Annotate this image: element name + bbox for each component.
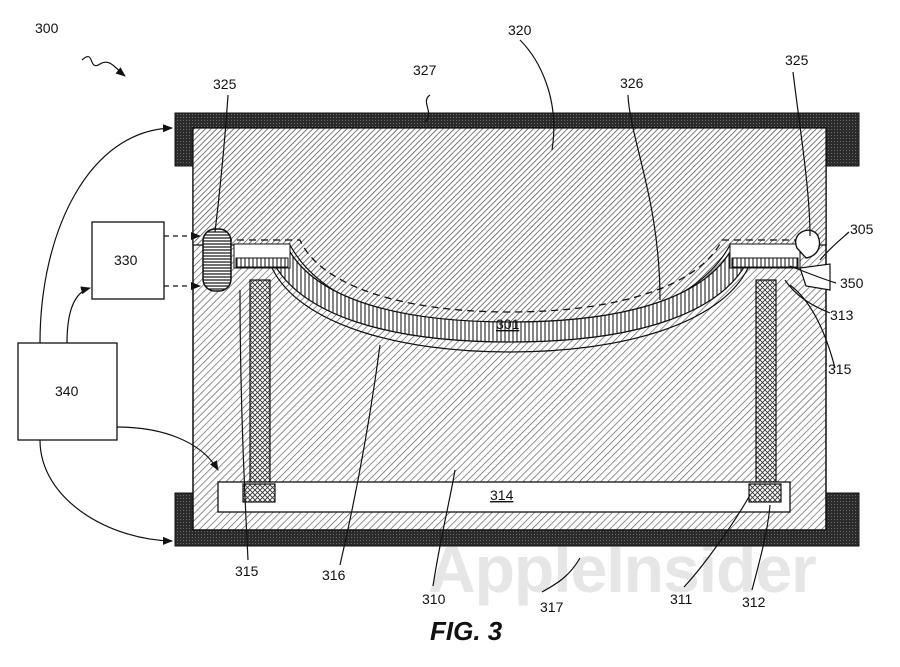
label-313: 313 (830, 307, 854, 323)
left-ledge-strip (235, 257, 289, 268)
label-330: 330 (114, 252, 138, 268)
label-340: 340 (55, 383, 79, 399)
label-310: 310 (422, 591, 446, 607)
figure-caption: FIG. 3 (430, 616, 503, 646)
left-seal-325 (202, 228, 232, 292)
label-327: 327 (413, 62, 437, 78)
label-317: 317 (540, 599, 564, 615)
left-post-315 (249, 279, 271, 489)
label-314: 314 (490, 487, 514, 503)
label-301: 301 (496, 316, 520, 332)
label-325-right: 325 (785, 52, 809, 68)
label-305: 305 (850, 221, 874, 237)
right-ledge-strip (731, 257, 799, 268)
label-325-left: 325 (213, 76, 237, 92)
box-340 (17, 342, 118, 441)
label-311: 311 (670, 591, 693, 607)
label-315-left: 315 (235, 563, 259, 579)
lower-surface-316 (271, 267, 749, 353)
gasket-line-326 (225, 239, 800, 313)
right-post-315 (755, 279, 777, 489)
label-350: 350 (840, 275, 864, 291)
label-320: 320 (508, 22, 532, 38)
label-316: 316 (322, 567, 346, 583)
connection-arrows (39, 56, 219, 545)
element-305 (799, 263, 831, 291)
channel-314 (217, 481, 791, 513)
leader-lines (214, 39, 850, 593)
box-330 (91, 221, 165, 300)
right-seal-325 (794, 229, 821, 259)
label-300: 300 (35, 20, 59, 36)
label-315-right: 315 (828, 361, 852, 377)
label-312: 312 (742, 594, 766, 610)
label-326: 326 (620, 75, 644, 91)
